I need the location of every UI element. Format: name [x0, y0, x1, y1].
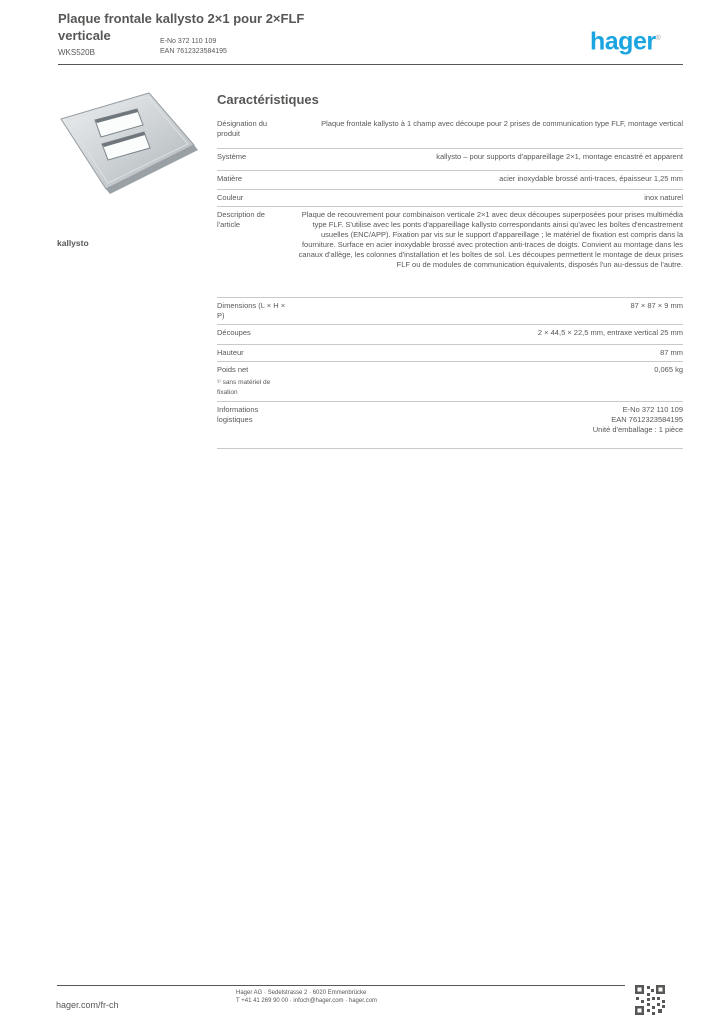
qr-code-icon: [634, 984, 666, 1021]
spec-row-weight: Poids net ¹⁾ sans matériel de fixation 0…: [217, 362, 683, 402]
spec-row-logistics: Informations logistiques E-No 372 110 10…: [217, 402, 683, 449]
spec-label: Poids net ¹⁾ sans matériel de fixation: [217, 365, 295, 398]
hager-logo-text: hager: [590, 27, 656, 56]
spec-label: Description de l'article: [217, 210, 265, 229]
spec-label-text: Poids net: [217, 365, 249, 374]
spec-footnote: ¹⁾ sans matériel de fixation: [217, 379, 271, 396]
hager-logo: hager®: [590, 26, 661, 56]
spec-row-material: Matière acier inoxydable brossé anti-tra…: [217, 171, 683, 190]
spec-label: Dimensions (L × H × P): [217, 301, 286, 320]
logistics-eno: E-No 372 110 109: [622, 405, 683, 414]
spec-row-colour: Couleur inox naturel: [217, 190, 683, 207]
spec-row-dimensions: Dimensions (L × H × P) 87 × 87 × 9 mm: [217, 298, 683, 325]
front-plate-graphic: [60, 92, 198, 194]
registered-mark: ®: [655, 35, 661, 42]
header-meta-ean: EAN 7612323584195: [160, 48, 227, 55]
spec-label: Matière: [217, 174, 243, 183]
product-range-caption: kallysto: [57, 238, 89, 248]
page-title-line2: verticale: [58, 28, 111, 43]
characteristics-heading: Caractéristiques: [217, 92, 319, 107]
page-title-line1: Plaque frontale kallysto 2×1 pour 2×FLF: [58, 11, 305, 26]
footer-website-link[interactable]: hager.com/fr-ch: [56, 1000, 119, 1010]
spec-label: Système: [217, 152, 247, 161]
spec-value: Plaque frontale kallysto à 1 champ avec …: [321, 119, 683, 128]
product-image: [53, 88, 205, 202]
header-meta-eno: E-No 372 110 109: [160, 38, 217, 45]
spec-label: Hauteur: [217, 348, 244, 357]
spec-row-designation: Désignation du produit Plaque frontale k…: [217, 116, 683, 149]
header-meta-block: E-No 372 110 109 EAN 7612323584195: [160, 37, 227, 57]
spec-label: Désignation du produit: [217, 119, 268, 138]
qr-code-graphic: [634, 984, 666, 1016]
characteristics-section: Caractéristiques Désignation du produit …: [217, 92, 683, 449]
spec-value: 2 × 44,5 × 22,5 mm, entraxe vertical 25 …: [537, 328, 683, 337]
spec-value: 87 × 87 × 9 mm: [630, 301, 683, 310]
footer-company-info: Hager AG · Sedelstrasse 2 · 6020 Emmenbr…: [236, 989, 416, 1005]
footer-company-line2: T +41 41 269 90 00 · infoch@hager.com · …: [236, 998, 377, 1004]
header-title-block: Plaque frontale kallysto 2×1 pour 2×FLF …: [58, 10, 358, 58]
spec-value: 0,065 kg: [654, 365, 683, 374]
spec-value: Plaque de recouvrement pour combinaison …: [298, 210, 683, 269]
spec-row-height: Hauteur 87 mm: [217, 345, 683, 362]
spec-table: Désignation du produit Plaque frontale k…: [217, 116, 683, 449]
footer-company-line1: Hager AG · Sedelstrasse 2 · 6020 Emmenbr…: [236, 990, 367, 996]
spec-value: acier inoxydable brossé anti-traces, épa…: [499, 174, 683, 183]
header-divider: [58, 64, 683, 65]
spec-label: Couleur: [217, 193, 244, 202]
spec-value: 87 mm: [660, 348, 683, 357]
spec-label: Découpes: [217, 328, 251, 337]
product-reference: WKS520B: [58, 48, 95, 57]
logistics-ean: EAN 7612323584195: [611, 415, 683, 424]
spec-label: Informations logistiques: [217, 405, 259, 424]
spec-row-description: Description de l'article Plaque de recou…: [217, 207, 683, 298]
footer-divider: [57, 985, 625, 986]
spec-row-cutouts: Découpes 2 × 44,5 × 22,5 mm, entraxe ver…: [217, 325, 683, 345]
spec-row-system: Système kallysto – pour supports d'appar…: [217, 149, 683, 171]
spec-value: E-No 372 110 109 EAN 7612323584195 Unité…: [295, 405, 683, 445]
logistics-packaging: Unité d'emballage : 1 pièce: [592, 425, 683, 434]
spec-value: kallysto – pour supports d'appareillage …: [436, 152, 683, 161]
spec-value: inox naturel: [644, 193, 683, 202]
footer-link-box: hager.com/fr-ch: [50, 993, 125, 1016]
